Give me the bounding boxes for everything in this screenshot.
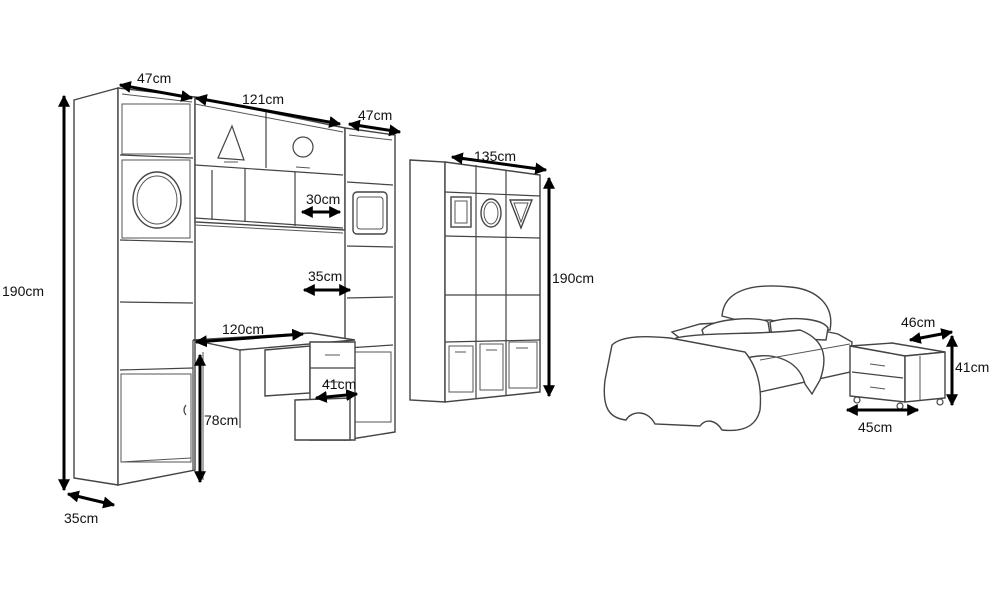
desk: [192, 332, 356, 480]
label-bookcase-width: 135cm: [474, 148, 516, 164]
right-wardrobe: [344, 127, 396, 441]
label-side-shelf-depth: 35cm: [308, 268, 342, 284]
car-bed-drawing: [603, 285, 853, 432]
dimension-arrows: [58, 81, 958, 509]
label-bookcase-height: 190cm: [552, 270, 594, 286]
dimension-labels: 47cm 121cm 47cm 190cm 35cm 30cm 35cm 120…: [2, 70, 989, 526]
label-shelf-depth: 30cm: [306, 191, 340, 207]
left-wardrobe: [73, 87, 196, 486]
wall-unit-drawing: [73, 87, 396, 486]
label-wardrobe-right-width: 47cm: [358, 107, 392, 123]
label-drawer-depth: 41cm: [322, 376, 356, 392]
label-nightstand-height: 41cm: [955, 359, 989, 375]
bookcase-drawing: [409, 159, 541, 403]
label-total-height: 190cm: [2, 283, 44, 299]
label-desk-height: 78cm: [204, 412, 238, 428]
label-desk-width: 120cm: [222, 321, 264, 337]
label-wardrobe-left-width: 47cm: [137, 70, 171, 86]
label-cabinet-depth: 35cm: [64, 510, 98, 526]
label-nightstand-width: 45cm: [858, 419, 892, 435]
label-top-unit-width: 121cm: [242, 91, 284, 107]
nightstand-drawing: [849, 342, 946, 410]
label-nightstand-depth: 46cm: [901, 314, 935, 330]
